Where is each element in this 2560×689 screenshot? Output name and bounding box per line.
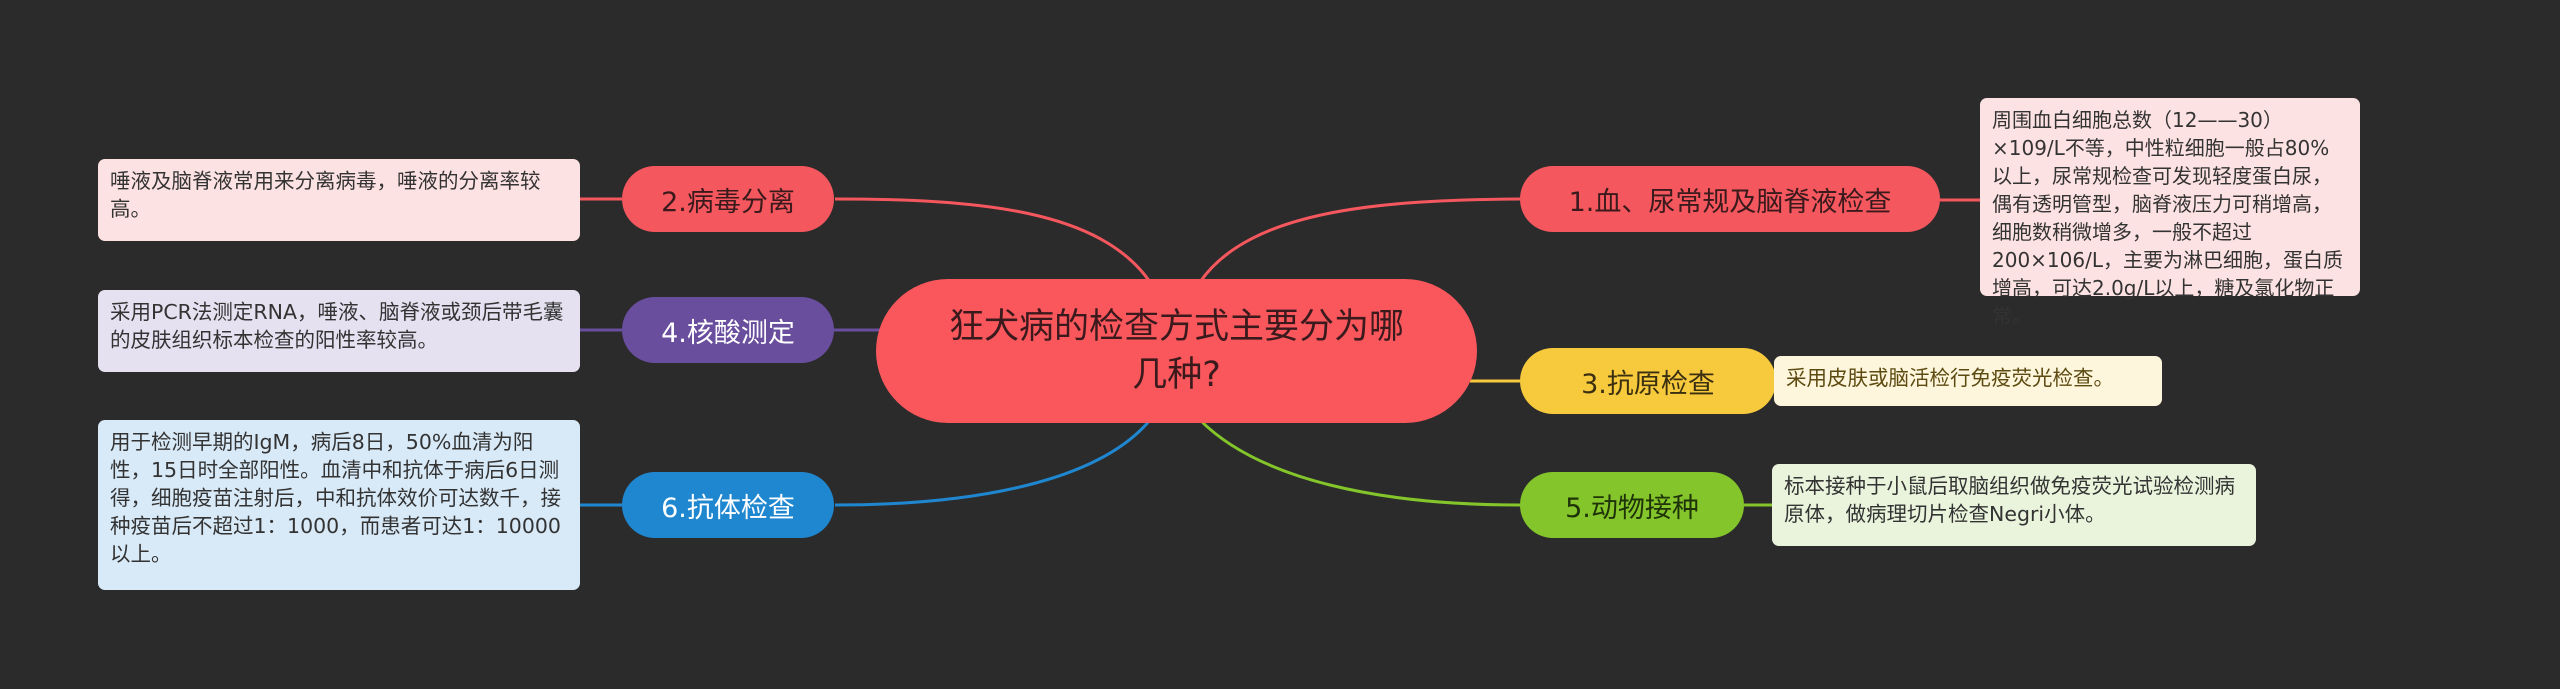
note-antigen-test: 采用皮肤或脑活检行免疫荧光检查。 — [1774, 356, 2162, 406]
note-nucleic-acid-test: 采用PCR法测定RNA，唾液、脑脊液或颈后带毛囊的皮肤组织标本检查的阳性率较高。 — [98, 290, 580, 372]
central-topic[interactable]: 狂犬病的检查方式主要分为哪几种? — [876, 279, 1477, 423]
note-blood-urine-csf-test: 周围血白细胞总数（12——30）×109/L不等，中性粒细胞一般占80%以上，尿… — [1980, 98, 2360, 328]
branch-virus-isolation[interactable]: 2.病毒分离 — [622, 166, 834, 232]
branch-blood-urine-csf-test[interactable]: 1.血、尿常规及脑脊液检查 — [1520, 166, 1940, 232]
branch-antibody-test[interactable]: 6.抗体检查 — [622, 472, 834, 538]
branch-nucleic-acid-test[interactable]: 4.核酸测定 — [622, 297, 834, 363]
note-animal-inoculation: 标本接种于小鼠后取脑组织做免疫荧光试验检测病原体，做病理切片检查Negri小体。 — [1772, 464, 2256, 546]
branch-animal-inoculation[interactable]: 5.动物接种 — [1520, 472, 1744, 538]
note-antibody-test: 用于检测早期的IgM，病后8日，50%血清为阳性，15日时全部阳性。血清中和抗体… — [98, 420, 580, 590]
branch-antigen-test[interactable]: 3.抗原检查 — [1520, 348, 1776, 414]
note-virus-isolation: 唾液及脑脊液常用来分离病毒，唾液的分离率较高。 — [98, 159, 580, 241]
